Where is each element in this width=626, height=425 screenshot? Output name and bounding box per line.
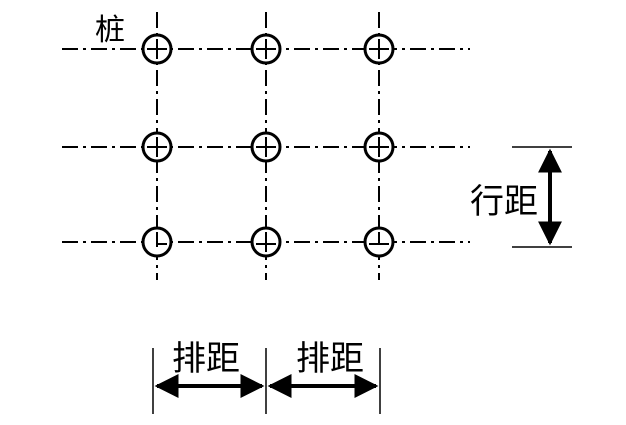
row-spacing-dimension <box>512 146 572 248</box>
pile-center-marks <box>147 39 389 252</box>
piles <box>141 33 395 258</box>
row-spacing-label: 行距 <box>470 182 538 222</box>
column-spacing-label-2: 排距 <box>296 339 364 379</box>
column-spacing-label-1: 排距 <box>172 339 240 379</box>
column-spacing-dimension <box>152 348 381 414</box>
pile-label: 桩 <box>95 13 125 48</box>
